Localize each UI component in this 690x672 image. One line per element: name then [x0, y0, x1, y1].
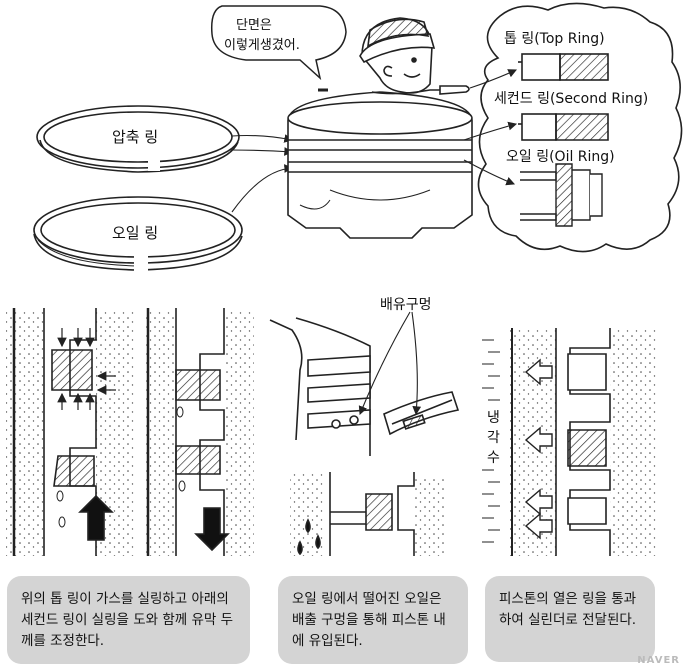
speech-bubble-line-1: 단면은: [236, 18, 272, 33]
oil-ring-left-label: 오일 링: [112, 224, 159, 242]
oil-ring-label: 오일 링(Oil Ring): [506, 149, 615, 165]
cooling-water-label: 냉각수: [487, 410, 500, 466]
drain-hole-label: 배유구멍: [380, 297, 432, 313]
finger-to-cloud-arrows: [463, 69, 518, 186]
ring-to-piston-arrows: [229, 134, 294, 213]
mechanic-character: [318, 17, 470, 95]
oil-ring-illustration: [33, 196, 243, 272]
top-ring-label: 톱 링(Top Ring): [504, 31, 605, 47]
compression-ring-label: 압축 링: [112, 128, 159, 146]
caption-oil-drain: 오일 링에서 떨어진 오일은 배출 구멍을 통해 피스톤 내에 유입된다.: [278, 576, 468, 664]
piston-illustration: [287, 91, 473, 239]
speech-bubble: [210, 5, 347, 81]
watermark-logo: NAVER: [637, 655, 680, 666]
caption-gas-sealing: 위의 톱 링이 가스를 실링하고 아래의 세컨드 링이 실링을 도와 함께 유막…: [7, 576, 250, 664]
caption-heat-transfer: 피스톤의 열은 링을 통과하여 실린더로 전달된다.: [485, 576, 655, 662]
second-ring-label: 세컨드 링(Second Ring): [494, 91, 649, 107]
panel-gas-sealing: [6, 308, 136, 556]
speech-bubble-line-2: 이렇게생겼어.: [224, 38, 300, 53]
oil-ring-cross-section: [520, 163, 603, 227]
panel-oil-film: [146, 308, 254, 556]
second-ring-cross-section: [518, 113, 609, 141]
compression-ring-illustration: [36, 105, 240, 173]
top-ring-cross-section: [518, 53, 609, 81]
panel-heat-transfer: [482, 328, 656, 556]
panel-oil-drain: [269, 311, 460, 556]
